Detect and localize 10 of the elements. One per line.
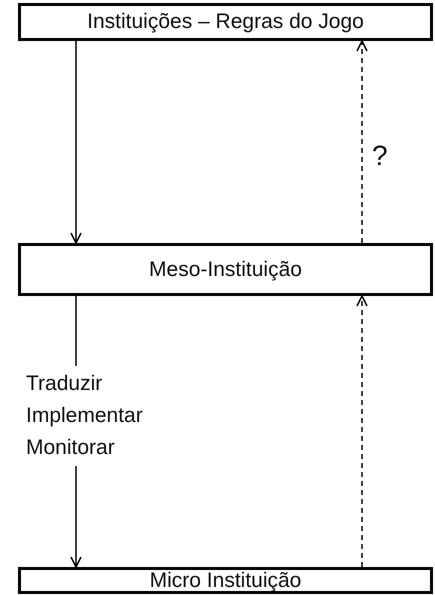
process-box (18, 243, 433, 296)
arrow (356, 295, 368, 567)
box-label: Micro Instituição (150, 568, 302, 592)
box-label: Instituições – Regras do Jogo (87, 10, 364, 34)
process-box (18, 567, 433, 594)
question-mark-note: ? (372, 140, 388, 172)
arrow (70, 41, 82, 244)
box-label: Meso-Instituição (149, 258, 302, 282)
arrow (356, 40, 368, 243)
process-box (18, 3, 433, 41)
